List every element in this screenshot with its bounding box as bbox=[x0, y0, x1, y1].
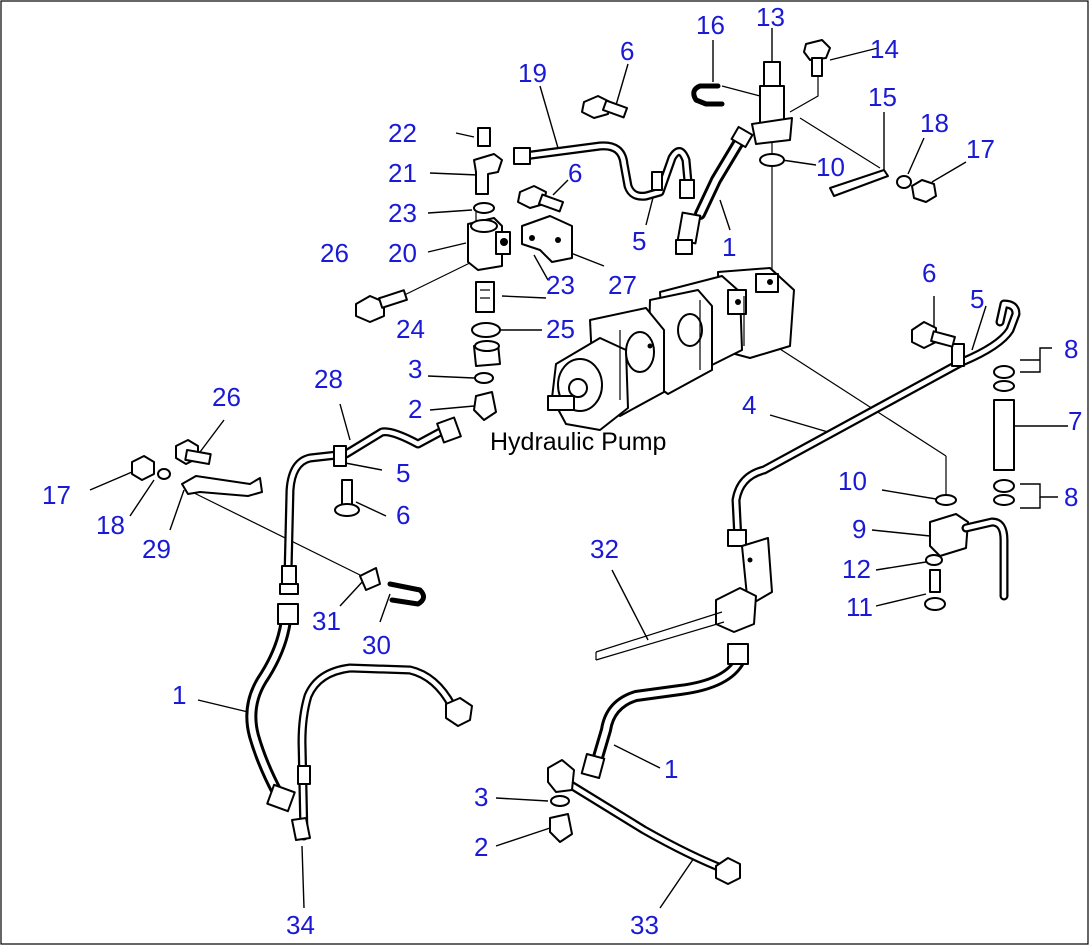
callout-8-2: 8 bbox=[1064, 482, 1078, 512]
callout-4: 4 bbox=[742, 390, 756, 420]
callout-14: 14 bbox=[870, 34, 899, 64]
bracket-27-hole-2 bbox=[555, 237, 561, 243]
hydraulic-pump bbox=[547, 267, 795, 431]
callout-16: 16 bbox=[696, 10, 725, 40]
callout-26: 26 bbox=[320, 238, 349, 268]
callout-6: 6 bbox=[620, 36, 634, 66]
callout-18: 18 bbox=[920, 108, 949, 138]
bolt-26-upper bbox=[355, 289, 408, 323]
callout-2-2: 2 bbox=[474, 832, 488, 862]
hose-1-center bbox=[580, 643, 749, 779]
hose-1-left bbox=[245, 603, 299, 813]
callout-23: 23 bbox=[388, 198, 417, 228]
callout-6-3: 6 bbox=[922, 258, 936, 288]
bolts-6-top bbox=[517, 95, 629, 213]
callout-25: 25 bbox=[546, 314, 575, 344]
callout-30: 30 bbox=[362, 630, 391, 660]
callout-32: 32 bbox=[590, 534, 619, 564]
callout-2: 2 bbox=[408, 394, 422, 424]
callout-33: 33 bbox=[630, 910, 659, 940]
callout-10: 10 bbox=[816, 152, 845, 182]
callout-18-2: 18 bbox=[96, 510, 125, 540]
callout-34: 34 bbox=[286, 910, 315, 940]
callout-19: 19 bbox=[518, 58, 547, 88]
bracket-27 bbox=[521, 215, 573, 263]
spacer-7-seals-8 bbox=[993, 365, 1015, 506]
pipe-4 bbox=[727, 299, 1021, 547]
bolt-6-right bbox=[911, 321, 956, 349]
block-9-stack bbox=[924, 494, 1009, 611]
callout-10-2: 10 bbox=[838, 466, 867, 496]
callout-31: 31 bbox=[312, 606, 341, 636]
clip-31-ubolt-30 bbox=[359, 567, 426, 607]
callout-1-3: 1 bbox=[664, 754, 678, 784]
callout-5-2: 5 bbox=[970, 284, 984, 314]
callout-11: 11 bbox=[846, 592, 873, 622]
callout-1-2: 1 bbox=[172, 680, 186, 710]
callout-29: 29 bbox=[142, 534, 171, 564]
callout-3-2: 3 bbox=[474, 782, 488, 812]
pipe-28 bbox=[279, 416, 462, 595]
callout-20: 20 bbox=[388, 238, 417, 268]
callouts: 13 16 14 6 19 15 22 18 17 10 21 6 23 5 1… bbox=[42, 2, 1082, 940]
callout-26-2: 26 bbox=[212, 382, 241, 412]
fitting-3-2-bottom bbox=[549, 795, 573, 843]
valve-bracket-32 bbox=[595, 537, 773, 661]
callout-22: 22 bbox=[388, 118, 417, 148]
callout-12: 12 bbox=[842, 554, 871, 584]
pipe-33 bbox=[547, 759, 741, 885]
callout-17-2: 17 bbox=[42, 480, 71, 510]
callout-21: 21 bbox=[388, 158, 417, 188]
callout-28: 28 bbox=[314, 364, 343, 394]
fitting-stack-20-21-22 bbox=[467, 127, 511, 271]
callout-5: 5 bbox=[632, 226, 646, 256]
callout-6-2: 6 bbox=[568, 158, 582, 188]
bracket-27-hole bbox=[529, 235, 535, 241]
fitting-stack-24-25 bbox=[471, 281, 501, 421]
callout-24: 24 bbox=[396, 314, 425, 344]
bolt-6-middle bbox=[334, 479, 360, 517]
callout-15: 15 bbox=[868, 82, 897, 112]
pipe-34 bbox=[291, 663, 473, 841]
callout-8: 8 bbox=[1064, 334, 1078, 364]
callout-3: 3 bbox=[408, 354, 422, 384]
pipe-19 bbox=[513, 141, 695, 201]
callout-6-4: 6 bbox=[396, 500, 410, 530]
callout-23-2: 23 bbox=[546, 270, 575, 300]
callout-1: 1 bbox=[722, 232, 736, 262]
callout-17: 17 bbox=[966, 134, 995, 164]
callout-27: 27 bbox=[608, 270, 637, 300]
callout-9: 9 bbox=[852, 514, 866, 544]
callout-7: 7 bbox=[1068, 406, 1082, 436]
callout-5-3: 5 bbox=[396, 458, 410, 488]
callout-13: 13 bbox=[756, 2, 785, 32]
hydraulic-pump-label: Hydraulic Pump bbox=[490, 428, 666, 456]
bracket-cluster-29 bbox=[131, 439, 263, 497]
top-fittings bbox=[675, 39, 937, 255]
